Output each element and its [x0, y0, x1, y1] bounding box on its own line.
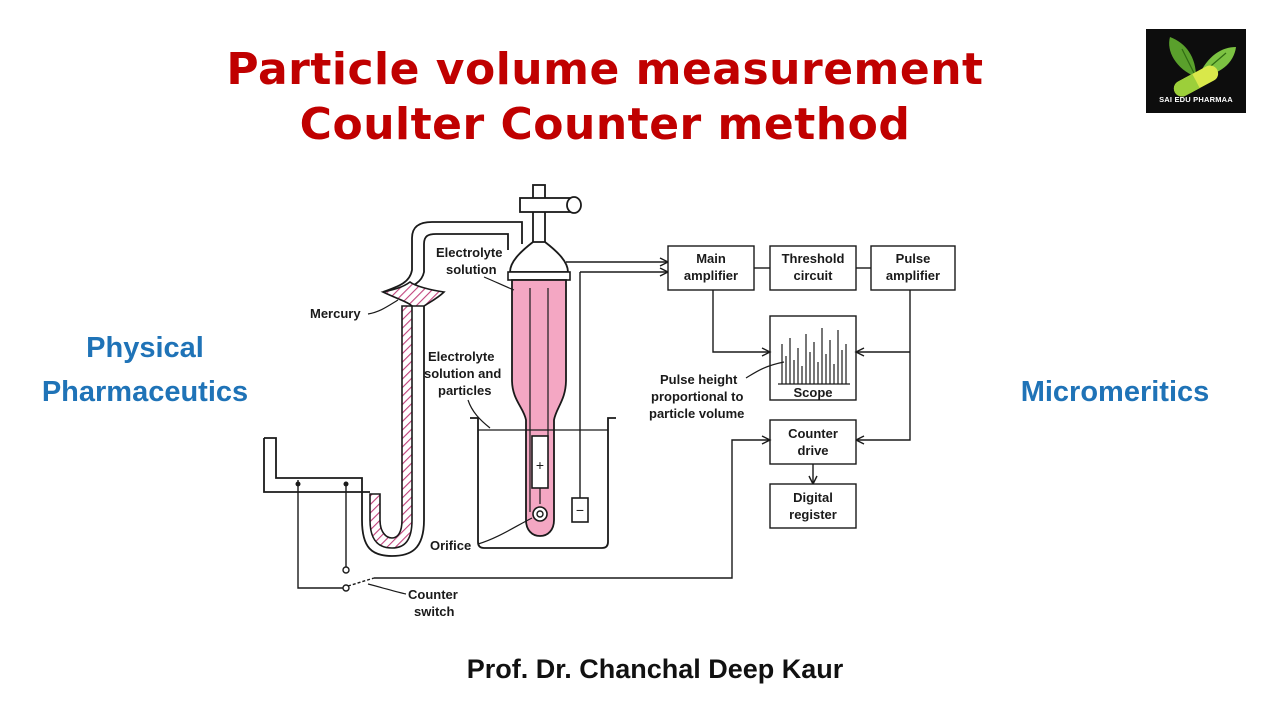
label-counter-switch-2: switch: [414, 604, 455, 619]
label-electrolyte-solution-2: solution: [446, 262, 497, 277]
svg-text:drive: drive: [797, 443, 828, 458]
block-threshold-circuit: Threshold circuit: [769, 245, 857, 291]
counter-switch-wire: [297, 439, 770, 589]
svg-text:amplifier: amplifier: [886, 268, 940, 283]
label-electrolyte-particles-3: particles: [438, 383, 491, 398]
label-electrolyte-particles-2: solution and: [424, 366, 501, 381]
left-label-line-2: Pharmaceutics: [41, 376, 249, 408]
svg-text:Main: Main: [696, 251, 726, 266]
block-main-amplifier: Main amplifier: [667, 245, 755, 291]
right-label: Micromeritics: [1020, 376, 1210, 408]
block-counter-drive: Counter drive: [769, 419, 857, 465]
mercury-u-tube-outline: [361, 306, 425, 557]
svg-text:Digital: Digital: [793, 490, 833, 505]
svg-text:register: register: [789, 507, 837, 522]
label-pulse-height-2: proportional to: [651, 389, 743, 404]
svg-text:Scope: Scope: [793, 385, 832, 400]
author-name: Prof. Dr. Chanchal Deep Kaur: [466, 654, 844, 684]
left-label: Physical Pharmaceutics: [20, 326, 270, 414]
tube-bulb: [509, 241, 569, 273]
logo-text: SAI EDU PHARMAA: [1159, 95, 1233, 104]
scope-pulses: [781, 328, 847, 384]
mercury-column: [369, 305, 413, 549]
label-pulse-height-1: Pulse height: [660, 372, 738, 387]
block-pulse-amplifier: Pulse amplifier: [870, 245, 956, 291]
label-counter-switch-1: Counter: [408, 587, 458, 602]
label-pulse-height-3: particle volume: [649, 406, 744, 421]
left-label-line-1: Physical: [86, 332, 204, 364]
svg-text:amplifier: amplifier: [684, 268, 738, 283]
negative-sign: −: [576, 502, 584, 518]
stopcock-valve: [519, 184, 582, 242]
svg-text:Pulse: Pulse: [896, 251, 931, 266]
mercury-bulb: [380, 280, 446, 307]
block-scope: Scope: [769, 315, 857, 401]
title-line-2: Coulter Counter method: [299, 99, 911, 150]
label-orifice: Orifice: [430, 538, 471, 553]
svg-text:circuit: circuit: [793, 268, 833, 283]
leaf-capsule-icon: [1169, 37, 1236, 97]
brand-logo: SAI EDU PHARMAA: [1146, 29, 1246, 113]
label-electrolyte-solution-1: Electrolyte: [436, 245, 502, 260]
label-mercury: Mercury: [310, 306, 361, 321]
tube-cap: [507, 271, 571, 281]
svg-text:Counter: Counter: [788, 426, 838, 441]
block-digital-register: Digital register: [769, 483, 857, 529]
title-line-1: Particle volume measurement: [226, 44, 984, 95]
inlet-pipe: [263, 437, 370, 494]
svg-text:Threshold: Threshold: [782, 251, 845, 266]
counter-switch-lever: [347, 577, 375, 587]
electrolyte-tube: [511, 279, 567, 537]
positive-sign: +: [536, 457, 544, 473]
label-electrolyte-particles-1: Electrolyte: [428, 349, 494, 364]
